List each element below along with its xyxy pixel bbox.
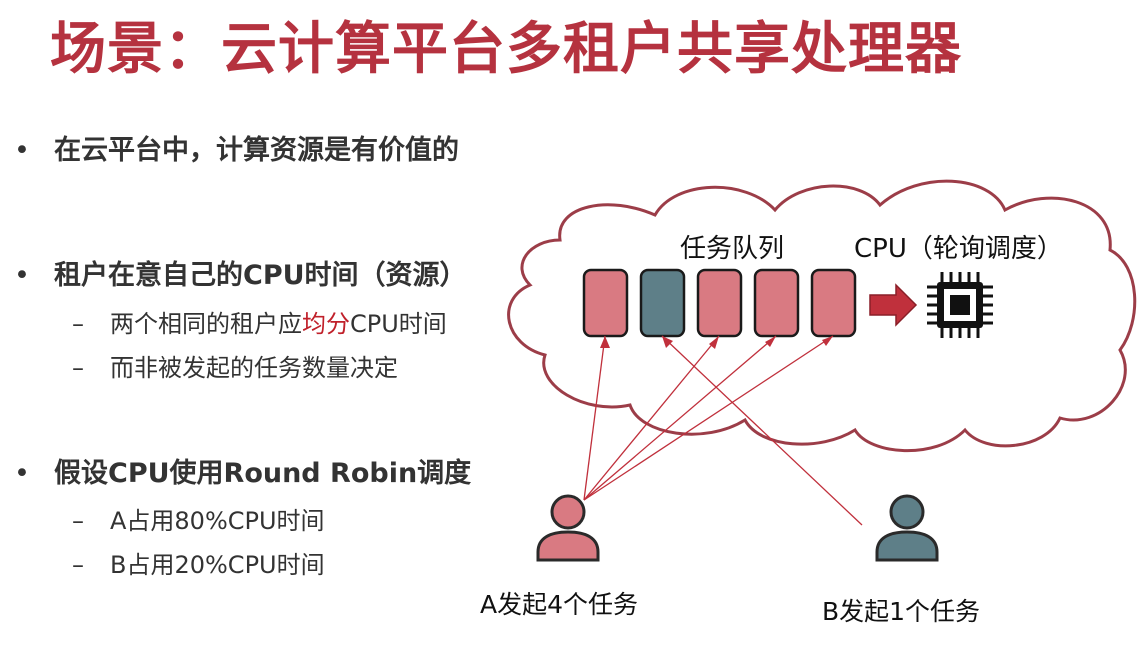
bullet-2: • 租户在意自己的CPU时间（资源） [14, 253, 467, 292]
cpu-chip-icon [927, 272, 993, 338]
user-a-task-links [583, 335, 834, 501]
dash-glyph: – [72, 507, 84, 535]
sub-text-pre: 而非被发起的任务数量决定 [110, 354, 398, 382]
sub-text-highlight: 均分 [302, 310, 350, 338]
bullet-2-sub-1: –两个相同的租户应均分CPU时间 [72, 304, 447, 339]
bullet-3-sub-1: –A占用80%CPU时间 [72, 501, 325, 536]
dash-glyph: – [72, 354, 84, 382]
bullet-3-text: 假设CPU使用Round Robin调度 [54, 458, 472, 489]
user-a-icon [536, 494, 600, 562]
dash-glyph: – [72, 551, 84, 579]
queue-task-a-4 [810, 268, 857, 338]
bullet-glyph: • [14, 260, 30, 291]
queue-task-a-1 [582, 268, 629, 338]
link-a-2 [583, 335, 720, 501]
bullet-3-sub-2: –B占用20%CPU时间 [72, 545, 325, 580]
link-a-4 [583, 335, 834, 501]
link-a-1 [583, 335, 606, 501]
cpu-label: CPU（轮询调度） [854, 234, 1063, 264]
user-a-arrowheads [600, 336, 833, 349]
bullet-glyph: • [14, 458, 30, 489]
page-title: 场景：云计算平台多租户共享处理器 [50, 17, 962, 82]
queue-label: 任务队列 [680, 234, 785, 264]
queue-task-b-1 [639, 268, 686, 338]
bullet-1-text: 在云平台中，计算资源是有价值的 [54, 135, 459, 166]
bullet-glyph: • [14, 135, 30, 166]
bullet-3: • 假设CPU使用Round Robin调度 [14, 451, 471, 490]
queue-task-a-3 [753, 268, 800, 338]
dash-glyph: – [72, 310, 84, 338]
queue-to-cpu-arrow [869, 283, 918, 327]
bullet-1: • 在云平台中，计算资源是有价值的 [14, 128, 459, 167]
bullet-2-sub-2: –而非被发起的任务数量决定 [72, 348, 398, 383]
sub-text-pre: A占用80%CPU时间 [110, 507, 325, 535]
user-b-icon [875, 494, 939, 562]
user-b-task-link [661, 335, 863, 526]
sub-text-pre: 两个相同的租户应 [110, 310, 302, 338]
sub-text-post: CPU时间 [350, 310, 447, 338]
link-a-3 [583, 335, 777, 501]
task-queue [582, 268, 857, 338]
queue-task-a-2 [696, 268, 743, 338]
sub-text-pre: B占用20%CPU时间 [110, 551, 325, 579]
user-b-label: B发起1个任务 [822, 597, 981, 626]
bullet-2-text: 租户在意自己的CPU时间（资源） [54, 260, 467, 291]
user-a-label: A发起4个任务 [480, 590, 639, 619]
